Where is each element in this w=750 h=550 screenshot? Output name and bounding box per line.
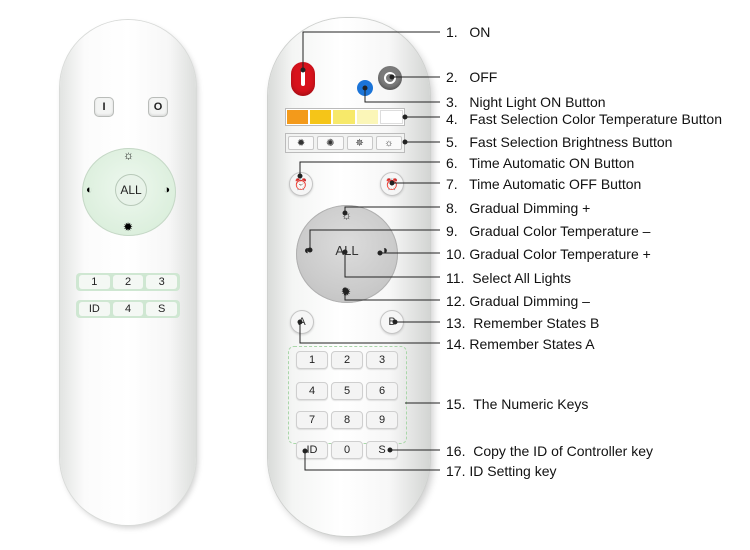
label-17: 17. ID Setting key — [446, 463, 557, 479]
sun-outline-icon[interactable]: ☼ — [123, 148, 134, 162]
half-circle-icon[interactable]: ◑ — [380, 243, 388, 257]
label-6: 6. Time Automatic ON Button — [446, 155, 635, 171]
left-number-row-1: 1 2 3 — [76, 273, 180, 291]
off-button[interactable]: O — [148, 97, 168, 117]
brightness-buttons: ✹ ✺ ✵ ☼ — [285, 133, 405, 153]
brightness-icon[interactable]: ✹ — [288, 136, 315, 150]
key-3[interactable]: 3 — [146, 275, 178, 289]
label-16: 16. Copy the ID of Controller key — [446, 443, 653, 459]
on-button[interactable]: I — [94, 97, 114, 117]
key-2[interactable]: 2 — [331, 351, 363, 369]
sun-filled-icon[interactable]: ✹ — [123, 220, 134, 234]
key-4[interactable]: 4 — [112, 302, 144, 316]
label-3: 3. Night Light ON Button — [446, 94, 606, 110]
color-swatch[interactable] — [310, 110, 332, 124]
key-2[interactable]: 2 — [112, 275, 144, 289]
key-0[interactable]: 0 — [331, 441, 363, 459]
brightness-icon[interactable]: ☼ — [375, 136, 402, 150]
key-5[interactable]: 5 — [331, 382, 363, 400]
label-2: 2. OFF — [446, 69, 498, 85]
key-s[interactable]: S — [146, 302, 178, 316]
brightness-icon[interactable]: ✵ — [346, 136, 373, 150]
label-13: 13. Remember States B — [446, 315, 600, 331]
key-id[interactable]: ID — [79, 302, 110, 316]
label-4: 4. Fast Selection Color Temperature Butt… — [446, 111, 723, 127]
left-control-pad: ☼ ◐ ◑ ✹ ALL — [82, 148, 176, 236]
key-1[interactable]: 1 — [79, 275, 110, 289]
half-circle-icon[interactable]: ◑ — [163, 184, 170, 196]
label-11: 11. Select All Lights — [446, 270, 572, 286]
key-1[interactable]: 1 — [296, 351, 328, 369]
color-swatch[interactable] — [287, 110, 309, 124]
label-10: 10. Gradual Color Temperature + — [446, 246, 651, 262]
key-8[interactable]: 8 — [331, 411, 363, 429]
color-swatch[interactable] — [333, 110, 355, 124]
label-15: 15. The Numeric Keys — [446, 396, 589, 412]
label-12: 12. Gradual Dimming – — [446, 293, 590, 309]
label-7: 7. Time Automatic OFF Button — [446, 176, 642, 192]
key-s[interactable]: S — [366, 441, 398, 459]
label-5: 5. Fast Selection Brightness Button — [446, 134, 673, 150]
color-swatch[interactable] — [356, 110, 378, 124]
key-9[interactable]: 9 — [366, 411, 398, 429]
brightness-icon[interactable]: ✺ — [317, 136, 344, 150]
key-4[interactable]: 4 — [296, 382, 328, 400]
key-7[interactable]: 7 — [296, 411, 328, 429]
label-9: 9. Gradual Color Temperature – — [446, 223, 651, 239]
label-8: 8. Gradual Dimming + — [446, 200, 591, 216]
key-3[interactable]: 3 — [366, 351, 398, 369]
label-1: 1. ON — [446, 24, 491, 40]
numeric-keypad: 1 2 3 4 5 6 7 8 9 — [288, 346, 407, 444]
left-remote: I O ☼ ◐ ◑ ✹ ALL 1 2 3 ID 4 S — [60, 20, 196, 525]
key-6[interactable]: 6 — [366, 382, 398, 400]
left-number-row-2: ID 4 S — [76, 300, 180, 318]
key-id[interactable]: ID — [296, 441, 328, 459]
all-button[interactable]: ALL — [115, 174, 147, 206]
color-temperature-swatches — [285, 108, 405, 126]
half-circle-icon[interactable]: ◐ — [86, 184, 93, 196]
label-14: 14. Remember States A — [446, 336, 595, 352]
